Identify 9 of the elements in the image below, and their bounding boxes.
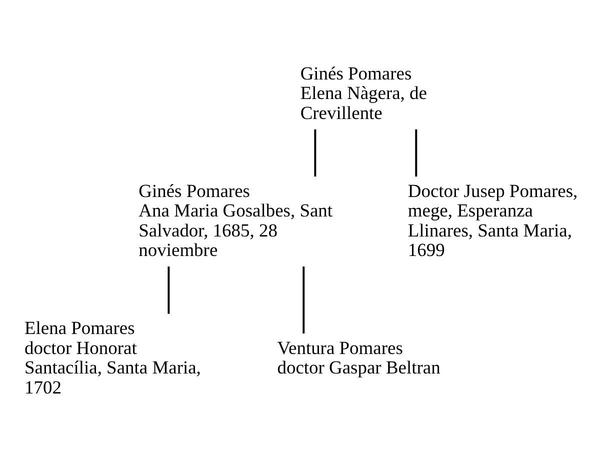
node-text: Doctor Jusep Pomares, mege, Esperanza Llinares, Santa Maria, 1699 (408, 180, 578, 260)
connector (415, 129, 418, 177)
connector (302, 266, 305, 334)
connector (314, 129, 316, 177)
node-text: Elena Pomares doctor Honorat Santacília, Santa Maria, 1702 (24, 318, 201, 398)
node-text: Ginés Pomares Elena Nàgera, de Crevillente (300, 63, 427, 123)
connector (168, 266, 170, 314)
node-text: Ginés Pomares Ana Maria Gosalbes, Sant Salvador, 1685, 28 noviembre (138, 180, 333, 260)
node-text: Ventura Pomares doctor Gaspar Beltran (277, 338, 440, 378)
